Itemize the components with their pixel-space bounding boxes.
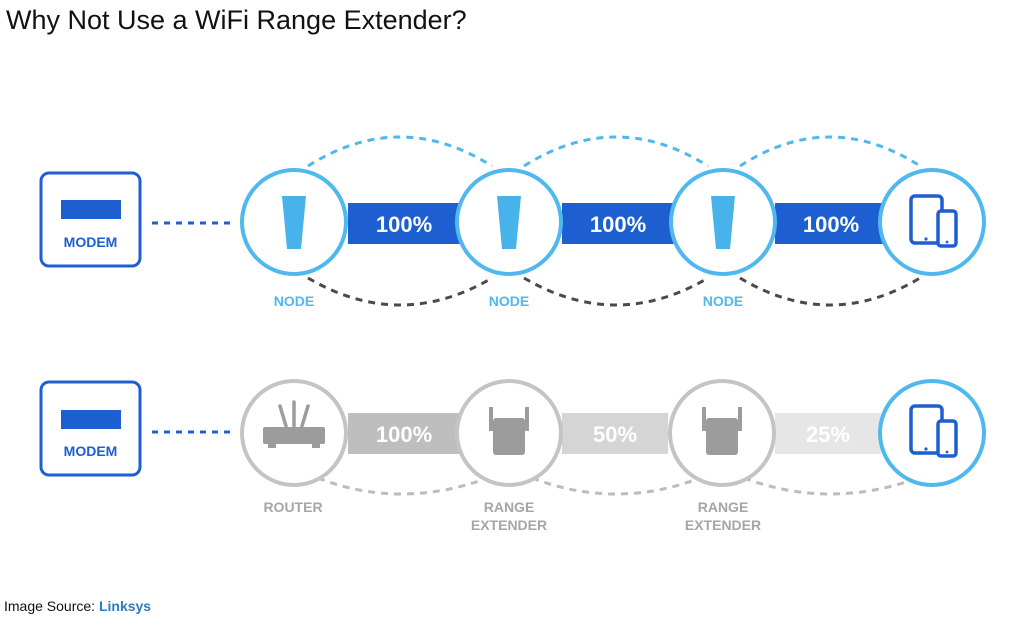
extender-device-1: RANGE EXTENDER [455, 379, 563, 533]
mesh-node-3: NODE [669, 168, 777, 309]
range-extender-icon [489, 407, 529, 455]
mesh-row: MODEM 100% 100% 100% NODE NODE NODE [39, 135, 986, 309]
extender-link-label-1: 100% [376, 422, 432, 447]
tablet-phone-icon [909, 404, 958, 458]
modem-box [39, 171, 142, 268]
mesh-arc-bottom-3 [739, 276, 921, 307]
source-link[interactable]: Linksys [98, 598, 152, 614]
mesh-node-1: NODE [240, 168, 348, 309]
mesh-link-label-1: 100% [376, 212, 432, 237]
router-icon [263, 400, 325, 448]
extender-arc-bottom-3 [743, 476, 919, 496]
node-label: NODE [274, 293, 314, 309]
mesh-link-bar-3 [775, 203, 887, 244]
extender-link-bar-3 [775, 413, 881, 454]
mesh-link-bar-1 [348, 203, 460, 244]
extender-label-line2: EXTENDER [685, 517, 761, 533]
mesh-link-label-2: 100% [590, 212, 646, 237]
router-label: ROUTER [263, 499, 322, 515]
mesh-arc-top-1 [307, 135, 493, 168]
modem-label: MODEM [64, 234, 118, 250]
extender-end-device [878, 379, 986, 487]
mesh-modem: MODEM [39, 171, 142, 268]
extender-arc-bottom-2 [531, 476, 701, 496]
extender-link-label-3: 25% [806, 422, 850, 447]
mesh-node-icon [282, 196, 306, 249]
mesh-arc-top-2 [523, 135, 709, 168]
mesh-link-bar-2 [562, 203, 674, 244]
image-source: Image Source: Linksys [4, 596, 151, 616]
extender-row: MODEM 100% 50% 25% ROUTER [39, 379, 986, 533]
mesh-arc-bottom-2 [523, 276, 709, 307]
source-prefix: Image Source: [4, 598, 96, 614]
mesh-arc-bottom-1 [307, 276, 493, 307]
extender-link-label-2: 50% [593, 422, 637, 447]
extender-router: ROUTER [240, 379, 348, 515]
extender-label-line1: RANGE [698, 499, 749, 515]
mesh-end-device [878, 168, 986, 276]
modem-icon [61, 410, 121, 429]
extender-link-bar-1 [348, 413, 460, 454]
modem-icon [61, 200, 121, 219]
node-label: NODE [489, 293, 529, 309]
mesh-node-2: NODE [455, 168, 563, 309]
mesh-link-label-3: 100% [803, 212, 859, 237]
extender-device-2: RANGE EXTENDER [668, 379, 776, 533]
extender-arc-bottom-1 [317, 476, 489, 496]
extender-modem: MODEM [39, 380, 142, 477]
tablet-phone-icon [909, 194, 958, 248]
node-label: NODE [703, 293, 743, 309]
extender-label-line2: EXTENDER [471, 517, 547, 533]
mesh-arc-top-3 [739, 135, 921, 168]
mesh-node-icon [497, 196, 521, 249]
extender-link-bar-2 [562, 413, 668, 454]
range-extender-icon [702, 407, 742, 455]
mesh-node-icon [711, 196, 735, 249]
page-title: Why Not Use a WiFi Range Extender? [6, 5, 467, 35]
extender-label-line1: RANGE [484, 499, 535, 515]
modem-label: MODEM [64, 443, 118, 459]
